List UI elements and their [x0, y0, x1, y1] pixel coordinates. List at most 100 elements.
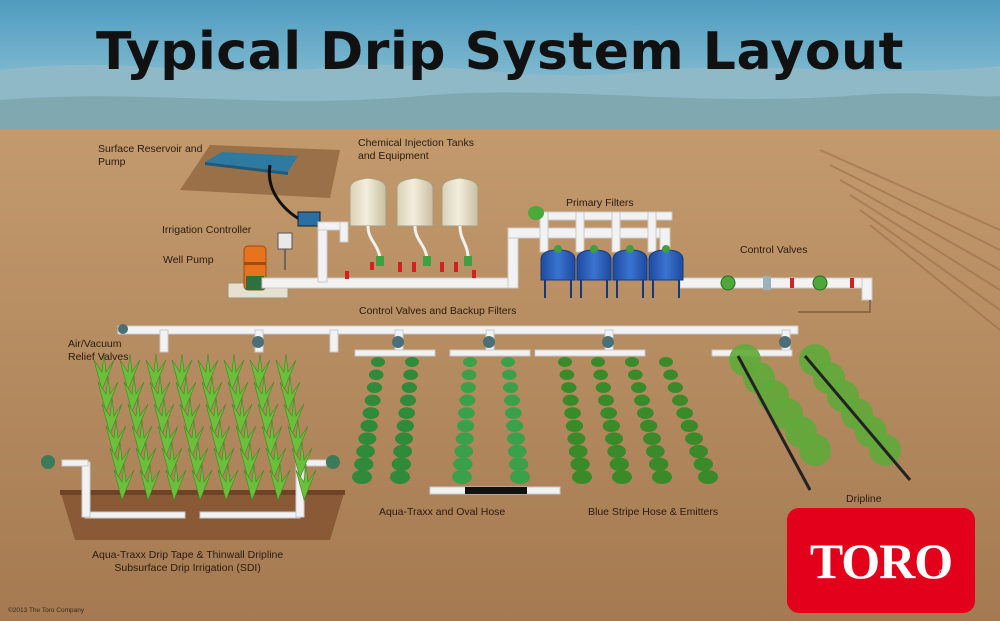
corn-plant	[161, 441, 183, 479]
crop-plant	[502, 369, 517, 380]
crop-plant	[676, 407, 694, 419]
corn-plant	[239, 441, 261, 479]
corn-plant	[149, 375, 171, 413]
corn-plant	[127, 397, 149, 435]
primary-filters	[528, 206, 684, 298]
crop-plant	[461, 369, 477, 380]
corn-plant	[183, 419, 205, 457]
dripline-rows	[736, 355, 912, 491]
crop-plant	[602, 419, 620, 432]
crop-plant	[501, 357, 515, 367]
corn-plant	[119, 353, 141, 391]
corn-plant	[171, 353, 193, 391]
crop-plant	[401, 382, 418, 393]
corn-plant	[179, 397, 201, 435]
crop-plant	[395, 432, 413, 445]
corn-plant	[287, 419, 309, 457]
label-dripline: Dripline	[846, 493, 882, 505]
crop-plant	[391, 457, 412, 471]
crop-plant	[507, 444, 527, 459]
label-well-pump: Well Pump	[163, 254, 214, 266]
crop-plant	[698, 470, 718, 484]
logo-text: TORO	[809, 533, 953, 589]
label-blue-stripe: Blue Stripe Hose & Emitters	[588, 506, 719, 518]
corn-plant	[227, 375, 249, 413]
corn-plant	[279, 375, 301, 413]
crop-plant	[456, 419, 475, 432]
main-control-valves	[720, 275, 854, 291]
crop-plant	[612, 470, 632, 484]
corn-plant	[209, 419, 231, 457]
crop-plant	[362, 407, 380, 419]
crop-plant	[400, 394, 416, 407]
corn-plant	[269, 463, 291, 501]
corn-plants	[93, 353, 317, 501]
crop-plant	[559, 369, 575, 380]
crop-plant	[455, 432, 474, 445]
crop-plant	[358, 432, 377, 445]
corn-plant	[275, 353, 297, 391]
crop-plant	[371, 357, 385, 367]
crop-plant	[454, 444, 474, 459]
crop-plant	[460, 382, 476, 393]
injection-valves	[345, 262, 476, 279]
crop-plant	[564, 407, 581, 419]
crop-plant	[568, 444, 588, 459]
corn-plant	[291, 441, 313, 479]
corn-plant	[101, 397, 123, 435]
crop-plant	[458, 407, 475, 419]
crop-plant	[360, 419, 378, 432]
corn-plant	[139, 463, 161, 501]
registered-mark: ®	[939, 568, 946, 578]
corn-plant	[165, 463, 187, 501]
crop-plant	[685, 432, 703, 445]
crop-plant	[453, 457, 473, 471]
crop-plant	[652, 470, 672, 484]
corn-plant	[113, 463, 135, 501]
corn-plant	[249, 353, 271, 391]
crop-plant	[591, 357, 605, 367]
corn-plant	[123, 375, 145, 413]
crop-plant	[352, 470, 372, 484]
corn-plant	[157, 419, 179, 457]
label-control-valves: Control Valves	[740, 244, 808, 256]
crop-plant	[659, 357, 673, 367]
label-control-valves-backup: Control Valves and Backup Filters	[359, 305, 517, 317]
corn-plant	[175, 375, 197, 413]
corn-plant	[261, 419, 283, 457]
label-primary-filters: Primary Filters	[566, 197, 634, 209]
crop-plant	[558, 357, 572, 367]
crop-plant	[506, 419, 524, 432]
crop-plant	[640, 419, 658, 432]
corn-plant	[201, 375, 223, 413]
crop-plant	[509, 457, 529, 471]
corn-plant	[257, 397, 279, 435]
crop-plant	[609, 457, 629, 471]
crop-plant	[689, 444, 709, 459]
corn-plant	[265, 441, 287, 479]
corn-plant	[283, 397, 305, 435]
crop-plant	[625, 357, 639, 367]
corn-plant	[213, 441, 235, 479]
crop-plant	[398, 407, 415, 419]
crop-plant	[634, 394, 650, 407]
controller-box	[277, 232, 293, 250]
crop-plant	[598, 394, 614, 407]
corn-plant	[235, 419, 257, 457]
crop-plant	[510, 470, 530, 484]
corn-plant	[205, 397, 227, 435]
crop-plant	[667, 382, 683, 393]
crop-plant	[354, 457, 374, 471]
label-sdi: Aqua-Traxx Drip Tape & Thinwall Dripline…	[92, 549, 284, 574]
crop-plant	[680, 419, 698, 432]
corn-plant	[295, 463, 317, 501]
crop-plant	[356, 444, 375, 459]
crop-plant	[390, 470, 410, 484]
label-air-vacuum: Air/Vacuum Relief Valves	[68, 338, 129, 363]
page-title: Typical Drip System Layout	[96, 22, 904, 82]
corn-plant	[197, 353, 219, 391]
crop-plant	[504, 394, 520, 407]
toro-logo: TORO ®	[787, 508, 975, 613]
